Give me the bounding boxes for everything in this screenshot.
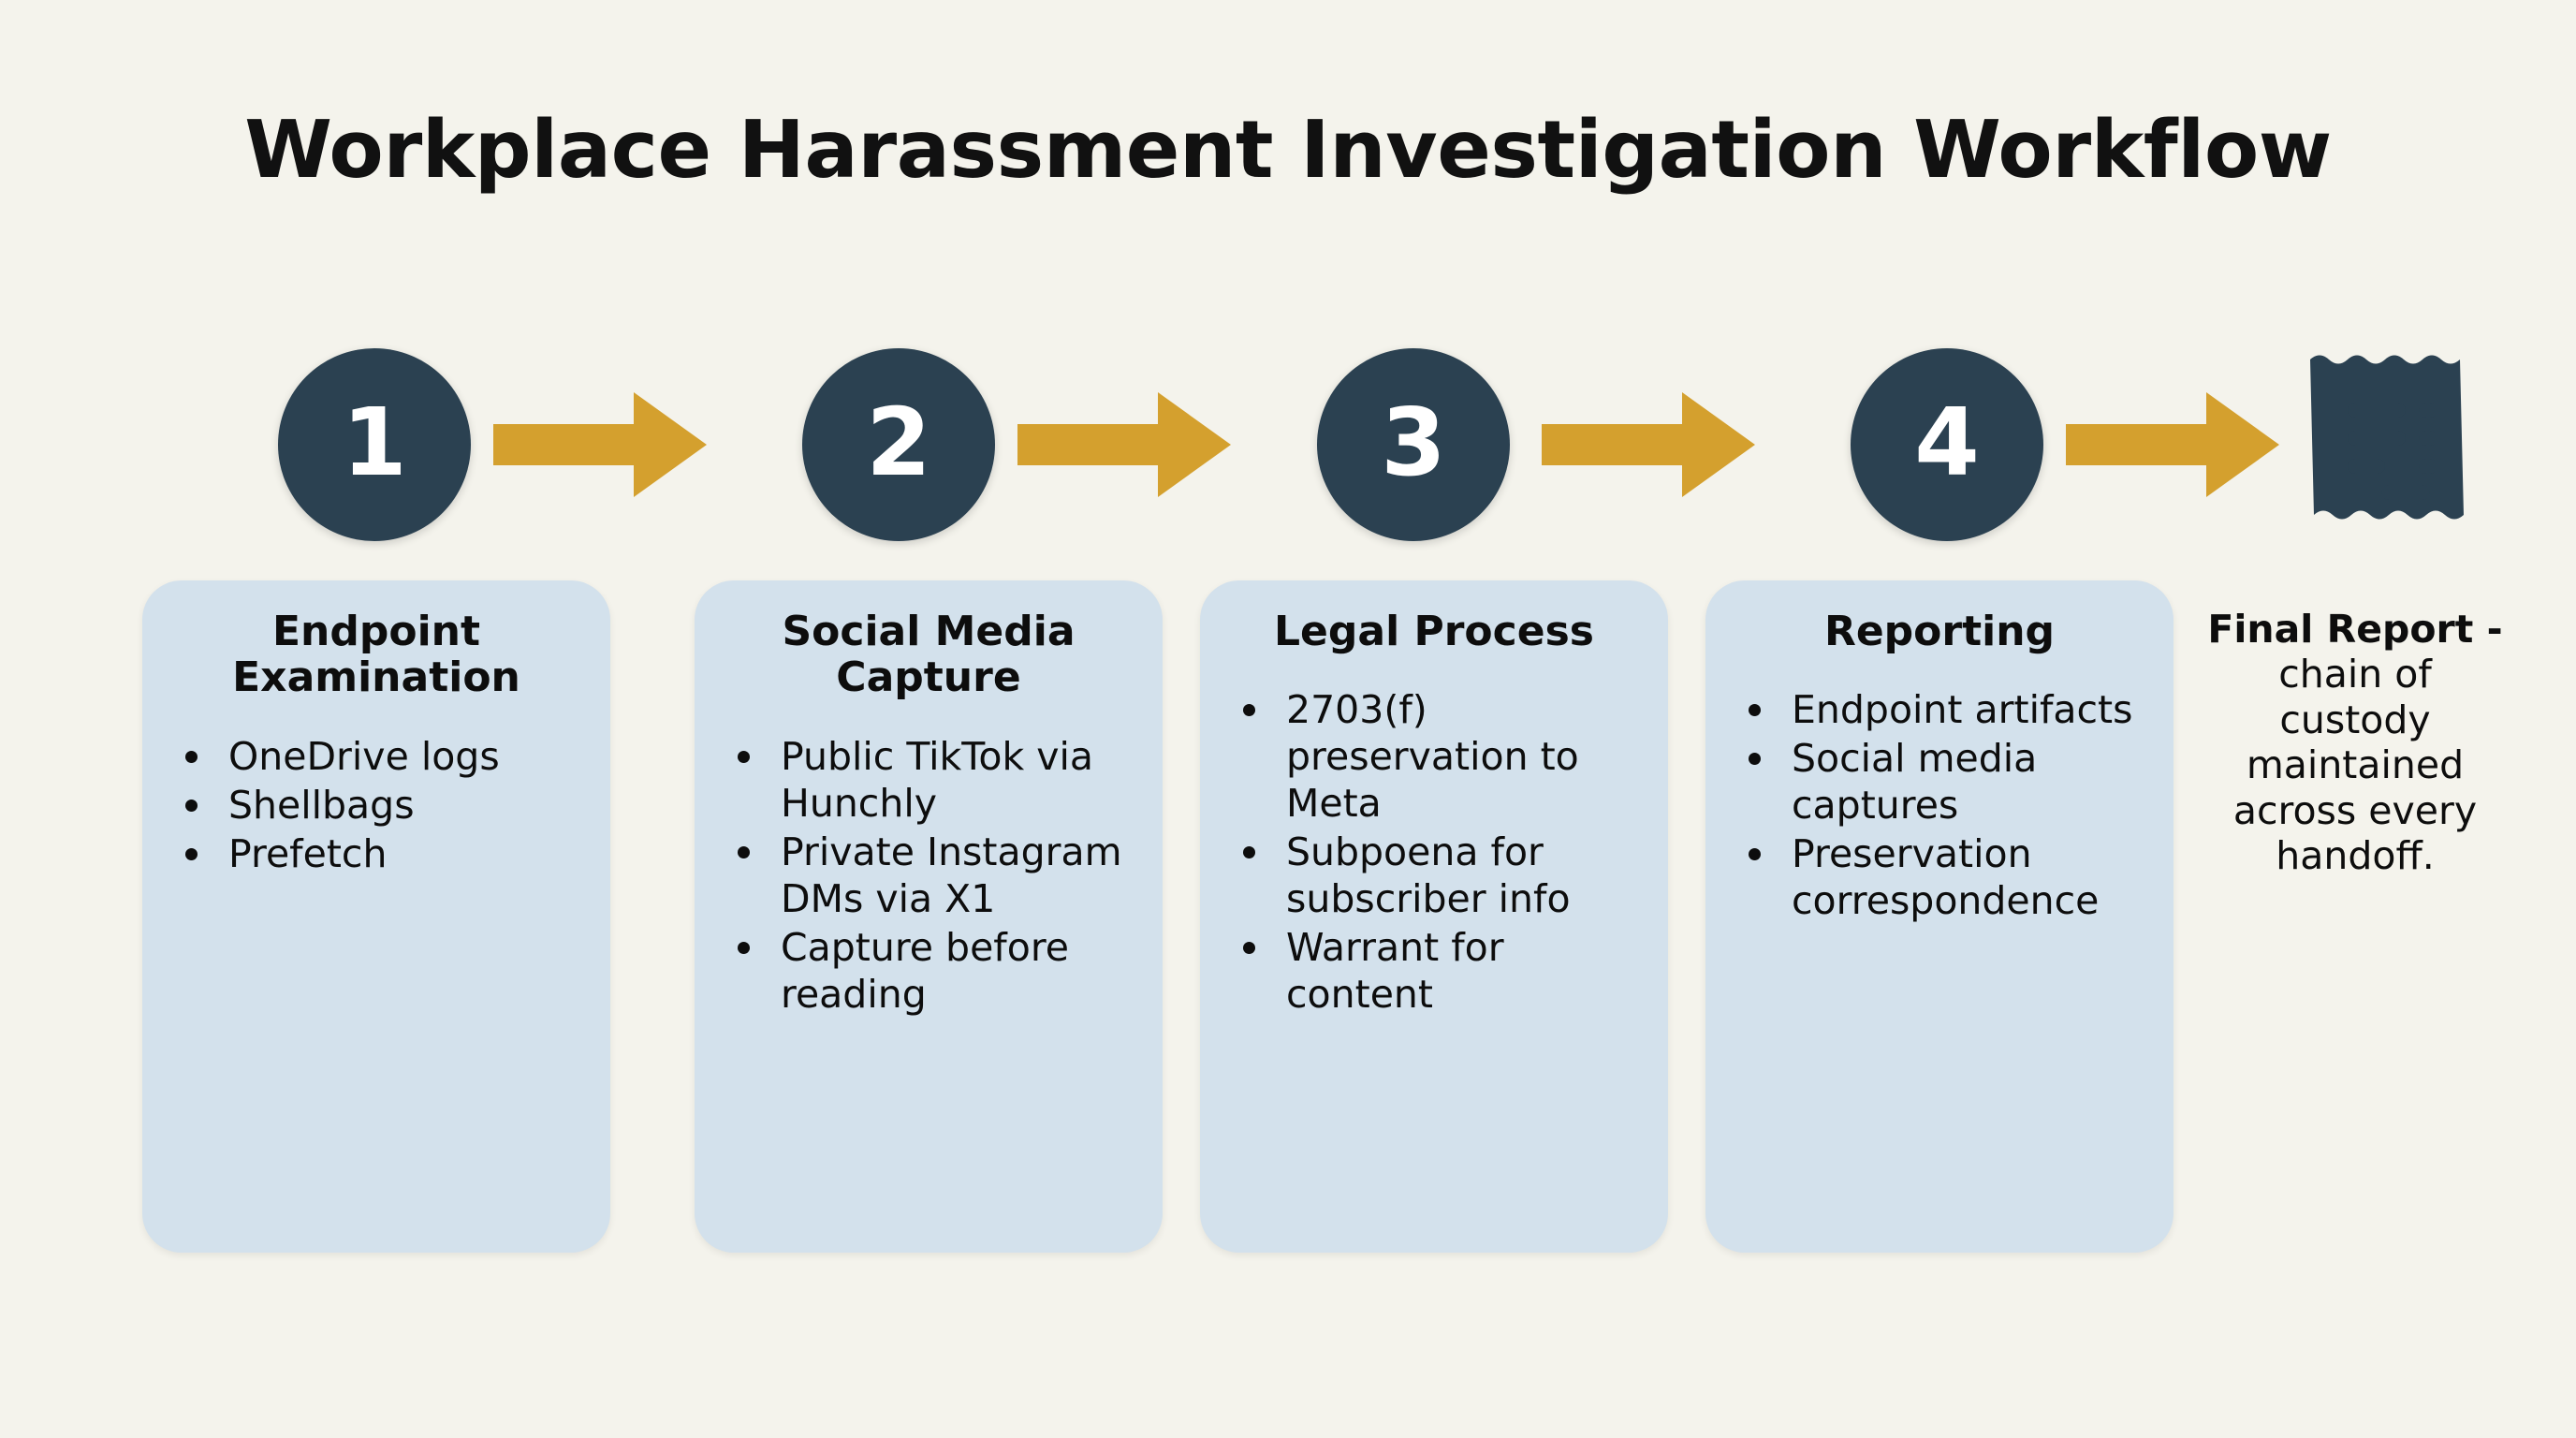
- arrow-right-icon-step-2-to-3: [1017, 389, 1233, 501]
- arrow-right-icon-step-3-to-4: [1542, 389, 1757, 501]
- card-bullet-list: OneDrive logs Shellbags Prefetch: [152, 733, 601, 877]
- final-report-caption: Final Report - chain of custody maintain…: [2205, 607, 2505, 878]
- list-item: Preservation correspondence: [1715, 830, 2164, 924]
- step-number-2: 2: [866, 388, 931, 497]
- step-number-3: 3: [1381, 388, 1446, 497]
- step-card-legal-process: Legal Process 2703(f) preservation to Me…: [1200, 580, 1668, 1253]
- card-bullet-list: Endpoint artifacts Social media captures…: [1715, 686, 2164, 924]
- card-title: Social Media Capture: [782, 608, 1076, 702]
- step-circle-1: 1: [278, 348, 471, 541]
- list-item: Capture before reading: [704, 924, 1153, 1018]
- step-number-1: 1: [342, 388, 407, 497]
- list-item: Warrant for content: [1209, 924, 1659, 1018]
- arrow-right-icon-step-1-to-2: [493, 389, 709, 501]
- arrow-right-icon-step-4-to-report: [2066, 389, 2281, 501]
- step-card-reporting: Reporting Endpoint artifacts Social medi…: [1705, 580, 2174, 1253]
- list-item: 2703(f) preservation to Meta: [1209, 686, 1659, 827]
- list-item: Endpoint artifacts: [1715, 686, 2164, 733]
- step-circle-4: 4: [1851, 348, 2043, 541]
- step-circle-3: 3: [1317, 348, 1510, 541]
- list-item: Social media captures: [1715, 735, 2164, 829]
- card-title: Reporting: [1823, 608, 2056, 655]
- card-bullet-list: 2703(f) preservation to Meta Subpoena fo…: [1209, 686, 1659, 1018]
- final-report-body: chain of custody maintained across every…: [2232, 652, 2478, 878]
- list-item: Subpoena for subscriber info: [1209, 829, 1659, 922]
- receipt-document-icon: [2306, 348, 2467, 526]
- list-item: Private Instagram DMs via X1: [704, 829, 1153, 922]
- step-card-endpoint-examination: Endpoint Examination OneDrive logs Shell…: [142, 580, 610, 1253]
- list-item: Prefetch: [152, 830, 601, 877]
- page-title: Workplace Harassment Investigation Workf…: [244, 104, 2332, 197]
- list-item: Shellbags: [152, 782, 601, 829]
- card-bullet-list: Public TikTok via Hunchly Private Instag…: [704, 733, 1153, 1018]
- card-title: Legal Process: [1274, 608, 1594, 655]
- step-number-4: 4: [1914, 388, 1980, 497]
- list-item: OneDrive logs: [152, 733, 601, 780]
- final-report-heading: Final Report -: [2207, 607, 2503, 652]
- step-circle-2: 2: [802, 348, 995, 541]
- step-card-social-media-capture: Social Media Capture Public TikTok via H…: [695, 580, 1163, 1253]
- card-title: Endpoint Examination: [232, 608, 520, 702]
- list-item: Public TikTok via Hunchly: [704, 733, 1153, 827]
